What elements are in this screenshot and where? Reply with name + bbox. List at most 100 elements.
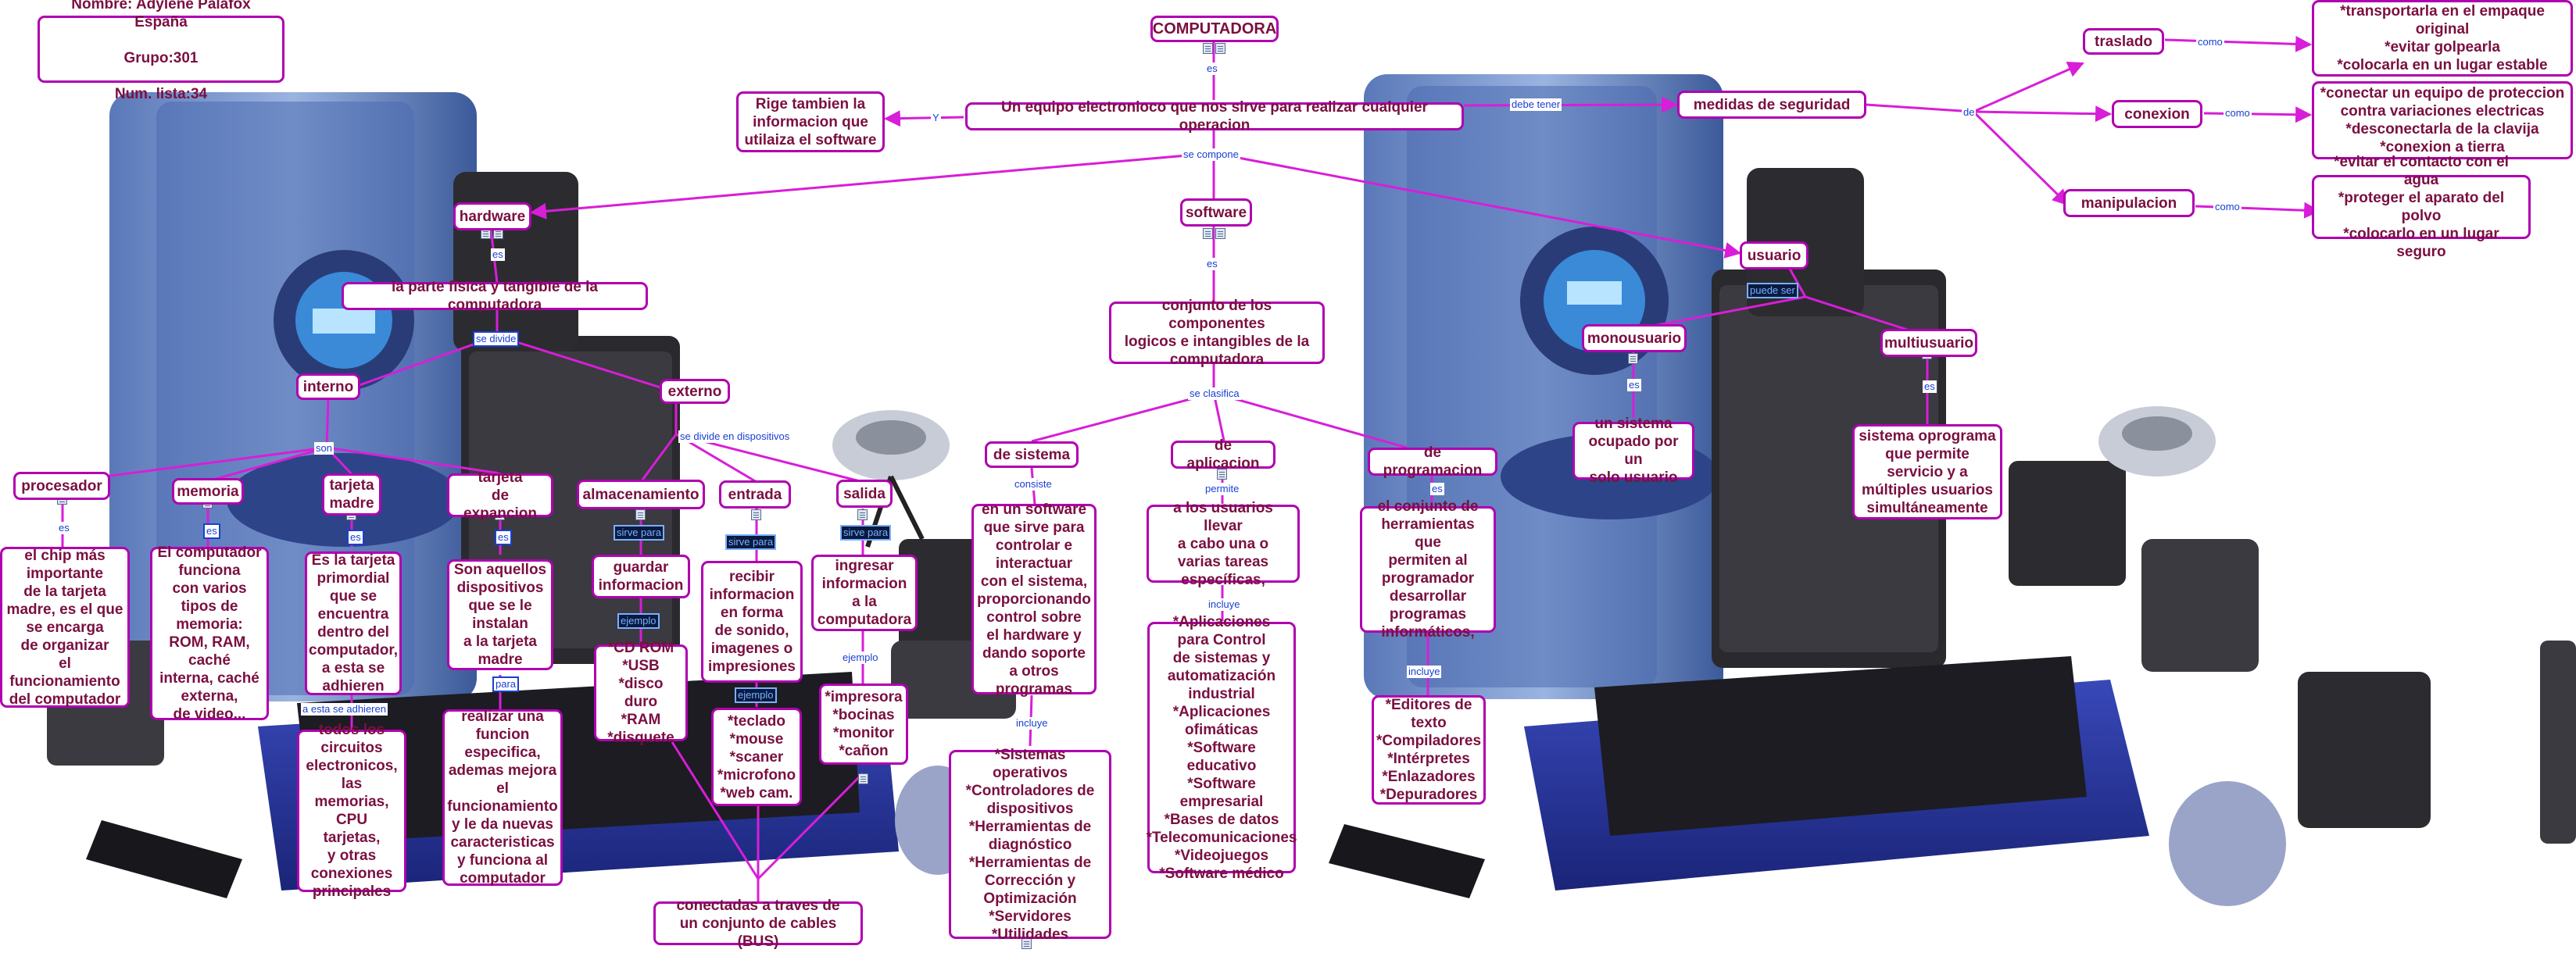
note-icon[interactable] — [1203, 43, 1213, 54]
node-salida[interactable]: salida — [836, 480, 893, 508]
link — [1213, 152, 1742, 259]
node-aplicacion-def[interactable]: a los usuarios llevar a cabo una o varia… — [1147, 500, 1300, 588]
link-label-se-compone: se compone — [1182, 148, 1240, 161]
node-tarjeta-expancion[interactable]: tarjeta de expancion — [447, 469, 553, 522]
author-name: Nombre: Adylene Palafox España — [71, 0, 251, 30]
node-manipulacion-detalle[interactable]: *evitar el contacto con el agua *protege… — [2312, 154, 2531, 260]
node-programacion-def[interactable]: el conjunto de herramientas que permiten… — [1360, 498, 1496, 641]
link-label-es: es — [1923, 380, 1937, 393]
note-icon[interactable] — [1217, 469, 1227, 480]
note-icon[interactable] — [635, 509, 646, 520]
remote-icon — [86, 820, 242, 898]
node-de-programacion[interactable]: de programacion — [1368, 444, 1497, 479]
link-label-como: como — [2213, 201, 2241, 213]
node-bus[interactable]: conectadas a traves de un conjunto de ca… — [653, 898, 863, 950]
node-procesador-def[interactable]: el chip más importante de la tarjeta mad… — [0, 547, 130, 708]
link-label-sirve-para: sirve para — [725, 534, 777, 550]
node-de-sistema[interactable]: de sistema — [985, 441, 1079, 468]
link — [496, 334, 661, 389]
note-icon[interactable] — [1628, 353, 1638, 364]
node-tarjeta-madre[interactable]: tarjeta madre — [322, 473, 381, 516]
node-sistema-incluye[interactable]: *Sistemas operativos *Controladores de d… — [949, 747, 1111, 943]
author-list-number: Num. lista:34 — [114, 86, 208, 102]
link-label-de: de — [1962, 106, 1977, 119]
node-salida-def[interactable]: ingresar informacion a la computadora — [811, 555, 918, 631]
node-tarjeta-exp-para[interactable]: realizar una funcion especifica, ademas … — [442, 709, 563, 887]
link-label-son: son — [314, 442, 334, 455]
node-almacenamiento-def[interactable]: guardar informacion — [592, 555, 690, 598]
node-almacenamiento-ejemplo[interactable]: *CD ROM *USB *disco duro *RAM *disquete — [594, 640, 688, 746]
remote-icon — [1329, 824, 1485, 898]
node-procesador[interactable]: procesador — [13, 472, 110, 500]
note-icon[interactable] — [858, 773, 868, 784]
link-label-es: es — [491, 248, 505, 261]
link — [883, 110, 964, 127]
node-aplicacion-incluye[interactable]: *Aplicaciones para Control de sistemas y… — [1146, 613, 1297, 882]
node-hardware[interactable]: hardware — [453, 202, 531, 230]
link — [1212, 392, 1225, 441]
node-entrada-ejemplo[interactable]: *teclado *mouse *scaner *microfono *web … — [711, 708, 802, 806]
node-interno[interactable]: interno — [296, 373, 360, 400]
link-label-es: es — [1627, 379, 1641, 391]
node-multiusuario[interactable]: multiusuario — [1880, 329, 1977, 357]
link-label-y: Y — [931, 112, 941, 124]
node-monousuario-def[interactable]: un sistema ocupado por un solo usuario — [1572, 416, 1694, 486]
node-software[interactable]: software — [1180, 198, 1252, 227]
link-label-ejemplo: ejemplo — [841, 651, 880, 664]
link-label-es: es — [203, 523, 220, 539]
node-usuario[interactable]: usuario — [1740, 241, 1809, 269]
node-memoria-def[interactable]: El computador funciona con varios tipos … — [150, 544, 269, 723]
node-salida-ejemplo[interactable]: *impresora *bocinas *monitor *cañon — [819, 684, 908, 765]
node-computadora[interactable]: COMPUTADORA — [1150, 16, 1279, 42]
node-manipulacion[interactable]: manipulacion — [2063, 189, 2195, 217]
link-label-es: es — [495, 530, 512, 545]
node-almacenamiento[interactable]: almacenamiento — [577, 480, 705, 509]
link — [2203, 106, 2313, 123]
link-label-sirve-para: sirve para — [614, 525, 665, 541]
note-icon[interactable] — [857, 509, 868, 520]
link-label-ejemplo: ejemplo — [617, 613, 660, 629]
link — [207, 446, 327, 483]
node-rige[interactable]: Rige tambien la informacion que utilaiza… — [736, 91, 885, 152]
node-entrada-def[interactable]: recibir informacion en forma de sonido, … — [701, 561, 803, 683]
note-icon[interactable] — [1203, 228, 1213, 239]
node-conexion[interactable]: conexion — [2112, 100, 2202, 128]
node-traslado[interactable]: traslado — [2083, 28, 2164, 55]
node-multiusuario-def[interactable]: sistema oprograma que permite servicio y… — [1852, 424, 2002, 519]
node-definicion[interactable]: Un equipo electronioco que nos sirve par… — [965, 99, 1464, 134]
node-tarjeta-exp-def[interactable]: Son aquellos dispositivos que se le inst… — [447, 559, 553, 670]
link-label-puede-ser: puede ser — [1747, 283, 1798, 298]
link-label-debe-tener: debe tener — [1510, 98, 1562, 111]
node-entrada[interactable]: entrada — [719, 480, 791, 509]
link-label-es: es — [347, 530, 364, 545]
node-tarjeta-madre-def[interactable]: Es la tarjeta primordial que se encuentr… — [305, 551, 402, 695]
node-software-def[interactable]: conjunto de los componentes logicos e in… — [1109, 298, 1325, 368]
link-label-para: para — [492, 676, 520, 692]
node-traslado-detalle[interactable]: *transportarla en el empaque original *e… — [2312, 0, 2573, 77]
link-label-como: como — [2196, 36, 2224, 48]
node-conexion-detalle[interactable]: *conectar un equipo de proteccion contra… — [2312, 81, 2573, 159]
link-label-incluye: incluye — [1407, 666, 1442, 678]
node-programacion-incluye[interactable]: *Editores de texto *Compiladores *Intérp… — [1372, 695, 1486, 805]
link — [529, 152, 1215, 220]
webcam-icon — [2098, 406, 2216, 476]
keyboard-icon — [1524, 656, 2149, 891]
node-medidas-seguridad[interactable]: medidas de seguridad — [1677, 91, 1866, 119]
note-icon[interactable] — [1215, 228, 1225, 239]
author-info: Nombre: Adylene Palafox España Grupo:301… — [38, 0, 284, 102]
node-externo[interactable]: externo — [660, 379, 730, 404]
node-tarjeta-madre-adhieren[interactable]: todos los circuitos electronicos, las me… — [297, 722, 406, 900]
link-label-a-esta-se-adhieren: a esta se adhieren — [301, 703, 388, 716]
node-hardware-def[interactable]: la parte fisica y tangible de la computa… — [342, 279, 648, 313]
note-icon[interactable] — [1215, 43, 1225, 54]
node-de-aplicacion[interactable]: de aplicacion — [1171, 437, 1275, 472]
link — [639, 434, 678, 483]
note-icon[interactable] — [1021, 938, 1032, 949]
node-monousuario[interactable]: monousuario — [1582, 324, 1687, 352]
node-memoria[interactable]: memoria — [172, 478, 244, 505]
note-icon[interactable] — [751, 509, 761, 520]
link — [1213, 391, 1408, 449]
node-sistema-def[interactable]: en un software que sirve para controlar … — [971, 501, 1097, 698]
link — [757, 772, 864, 880]
link-label-se-divide: se divide — [473, 331, 520, 347]
